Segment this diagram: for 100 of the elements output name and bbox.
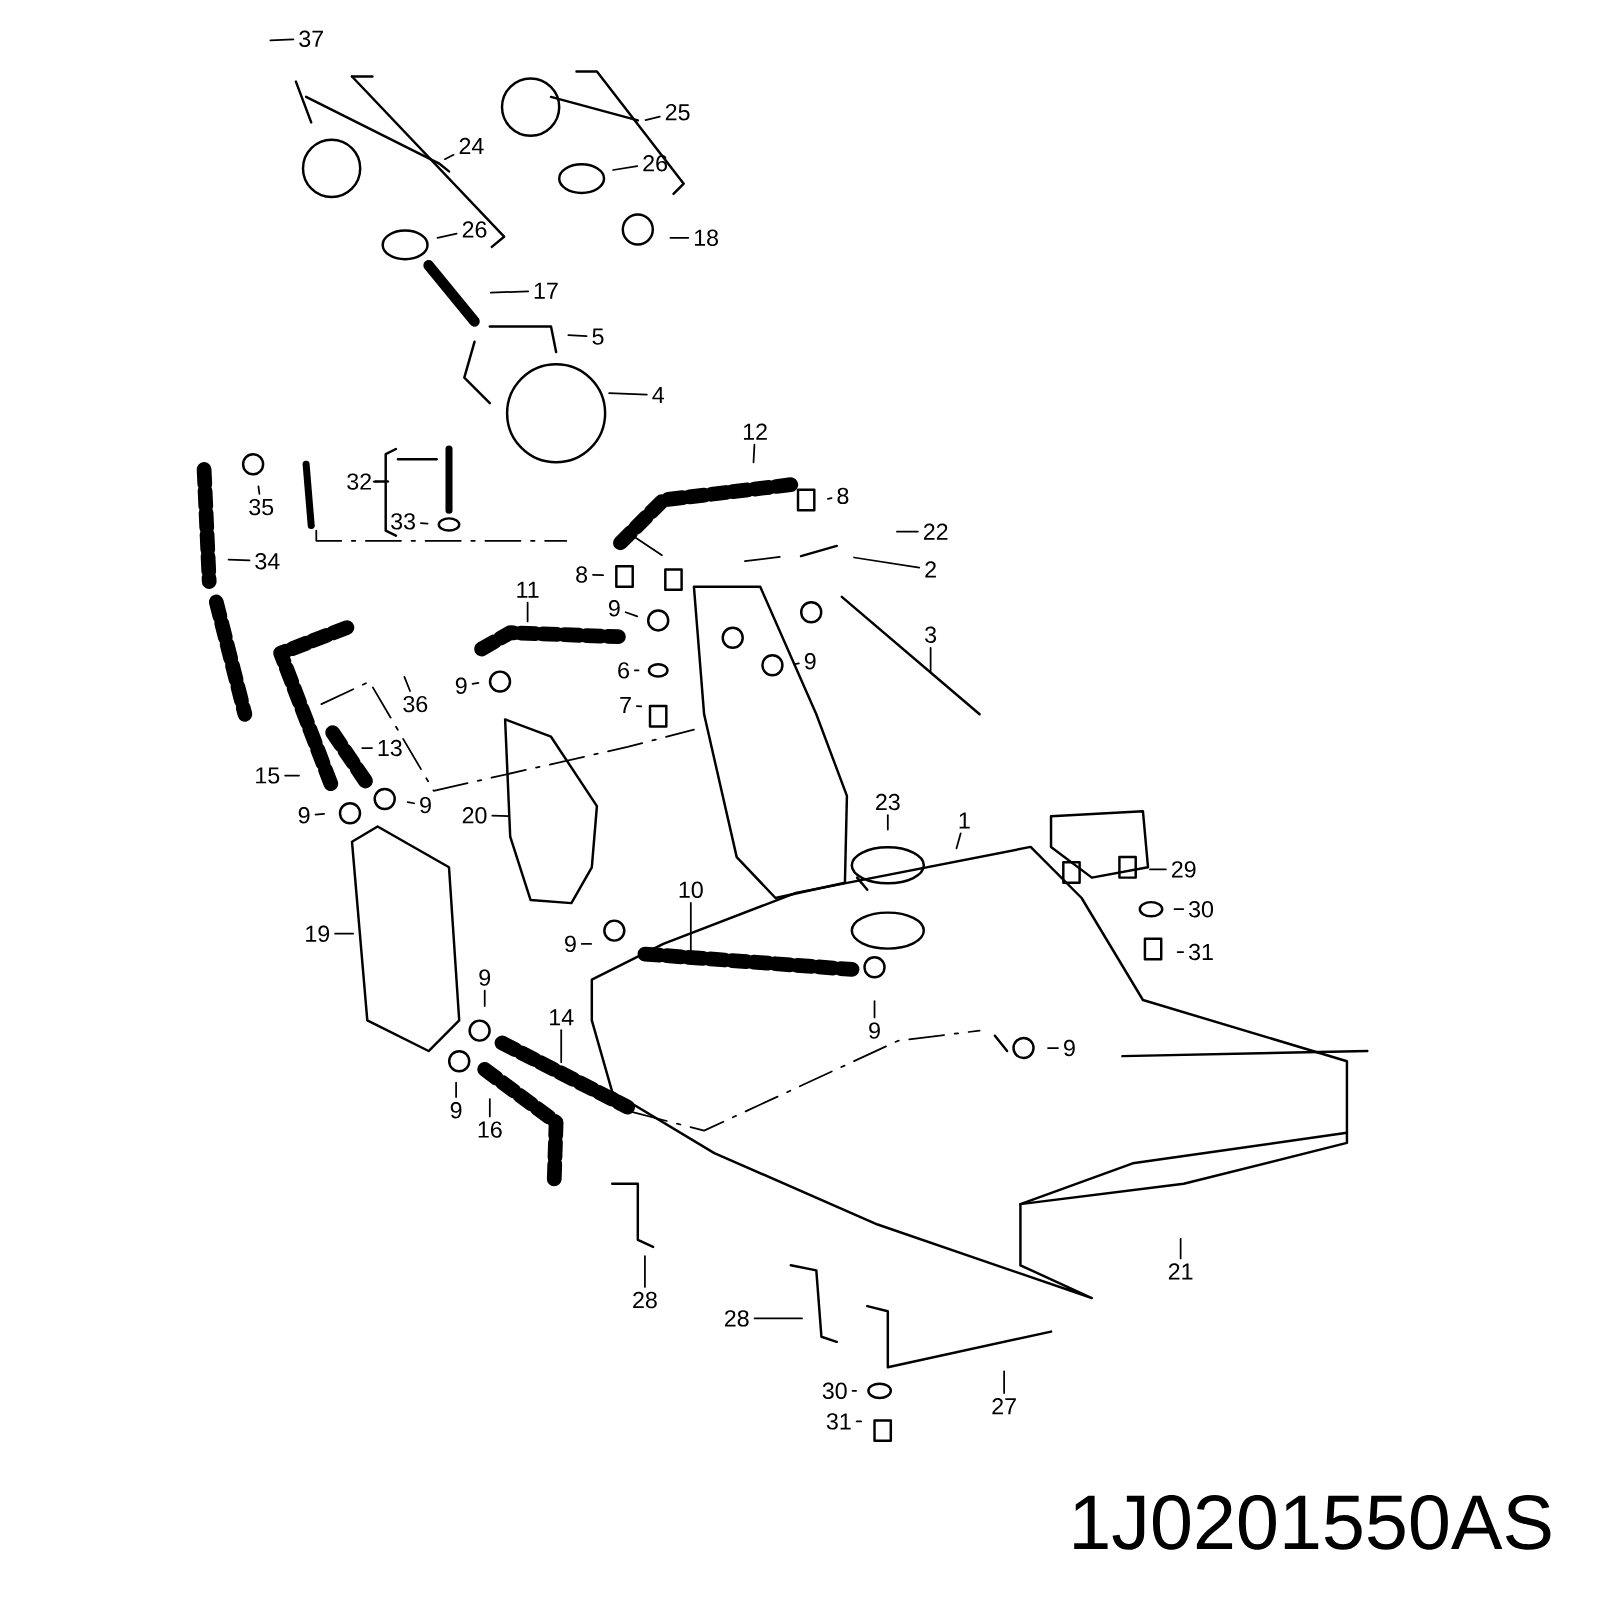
leader-line [608,392,648,396]
callout-number: 22 [923,523,948,540]
leader-line [689,902,692,951]
leader-line [257,485,261,495]
leader-line [284,774,300,777]
leader-line [644,115,661,122]
callout-number: 9 [455,677,467,694]
leader-line [612,165,639,171]
callout-number: 9 [869,1022,880,1039]
leader-line [873,1000,876,1019]
part-number: 1J0201550AS [1074,1495,1551,1550]
callout-number: 36 [403,695,428,713]
callout-number: 16 [478,1121,502,1138]
leader-line [1149,868,1167,871]
callout-number: 9 [298,807,310,824]
callout-number: 24 [459,137,484,154]
leader-line [560,1029,563,1064]
leader-line [624,611,639,618]
leader-line [491,814,511,817]
callout-number: 14 [550,1009,574,1026]
leader-line [489,290,529,294]
leader-line [488,1098,491,1118]
leader-line [567,334,588,337]
callout-number: 32 [347,473,371,490]
callout-number: 15 [256,767,280,784]
callout-number: 9 [479,969,491,986]
leader-line [793,662,800,665]
callout-number: 34 [255,553,280,570]
leader-line [955,832,962,850]
leader-line [334,932,354,935]
callout-number: 31 [826,1413,851,1430]
leader-line [403,676,411,692]
callout-number: 20 [462,807,487,824]
callout-number: 7 [620,697,631,714]
callout-number: 3 [925,626,937,643]
callout-number: 6 [618,662,629,679]
leader-line [644,1255,646,1288]
leader-line [372,480,378,483]
callout-number: 9 [608,600,620,617]
callout-number: 27 [992,1398,1016,1415]
callout-number: 12 [744,423,767,440]
leader-line [361,747,373,749]
leader-line [636,705,643,708]
leader-line [886,814,889,831]
callout-number: 28 [633,1291,657,1309]
leader-line [580,943,592,945]
leader-line [855,1420,863,1423]
callout-number: 21 [1168,1263,1193,1280]
callout-number: 9 [804,653,816,670]
leader-line [436,232,458,239]
leader-line [753,1317,803,1320]
callout-number: 29 [1172,861,1196,878]
callout-number: 11 [517,581,539,598]
callout-number: 19 [306,925,330,942]
callout-number: 9 [565,935,576,953]
leader-line [1047,1047,1059,1049]
callout-number: 35 [249,498,274,516]
callout-number: 9 [420,796,431,814]
callout-number: 5 [592,328,604,345]
leader-line [634,669,640,672]
leader-line [929,646,932,674]
leader-line [1173,908,1185,911]
callout-number: 30 [1189,901,1214,918]
leader-line [526,601,529,623]
leader-line [455,1081,457,1098]
leader-line [444,153,455,161]
leader-line [851,1389,857,1392]
callout-number: 28 [724,1310,749,1327]
callout-number: 33 [391,513,415,530]
callout-number: 37 [299,30,323,47]
leader-line [406,801,415,805]
callout-number: 25 [665,103,690,121]
callout-number: 13 [378,739,402,757]
callout-number: 17 [534,282,558,299]
callout-number: 26 [462,221,487,238]
leader-line [420,522,429,525]
leader-line [1176,951,1185,953]
leader-line [1179,1237,1182,1260]
leader-line [483,989,486,1007]
leader-line [592,574,604,577]
leader-line [853,556,921,569]
callout-number: 10 [679,881,703,898]
callout-number: 9 [450,1102,462,1119]
callout-number: 8 [837,487,849,505]
leader-line [827,497,833,500]
callout-number: 2 [925,561,936,578]
leader-line [752,443,756,464]
callout-number: 30 [822,1382,847,1399]
callout-number: 8 [576,566,588,583]
callout-number: 1 [959,812,970,829]
callout-number: 23 [876,793,900,811]
leader-line [1003,1370,1005,1394]
callout-number: 18 [695,229,718,246]
callout-number: 31 [1189,943,1213,961]
callout-number: 26 [643,155,667,172]
callout-number: 4 [652,386,664,403]
callout-number: 9 [1064,1039,1075,1057]
leader-line [896,530,919,533]
leader-line [227,558,251,562]
leader-line [669,236,690,239]
